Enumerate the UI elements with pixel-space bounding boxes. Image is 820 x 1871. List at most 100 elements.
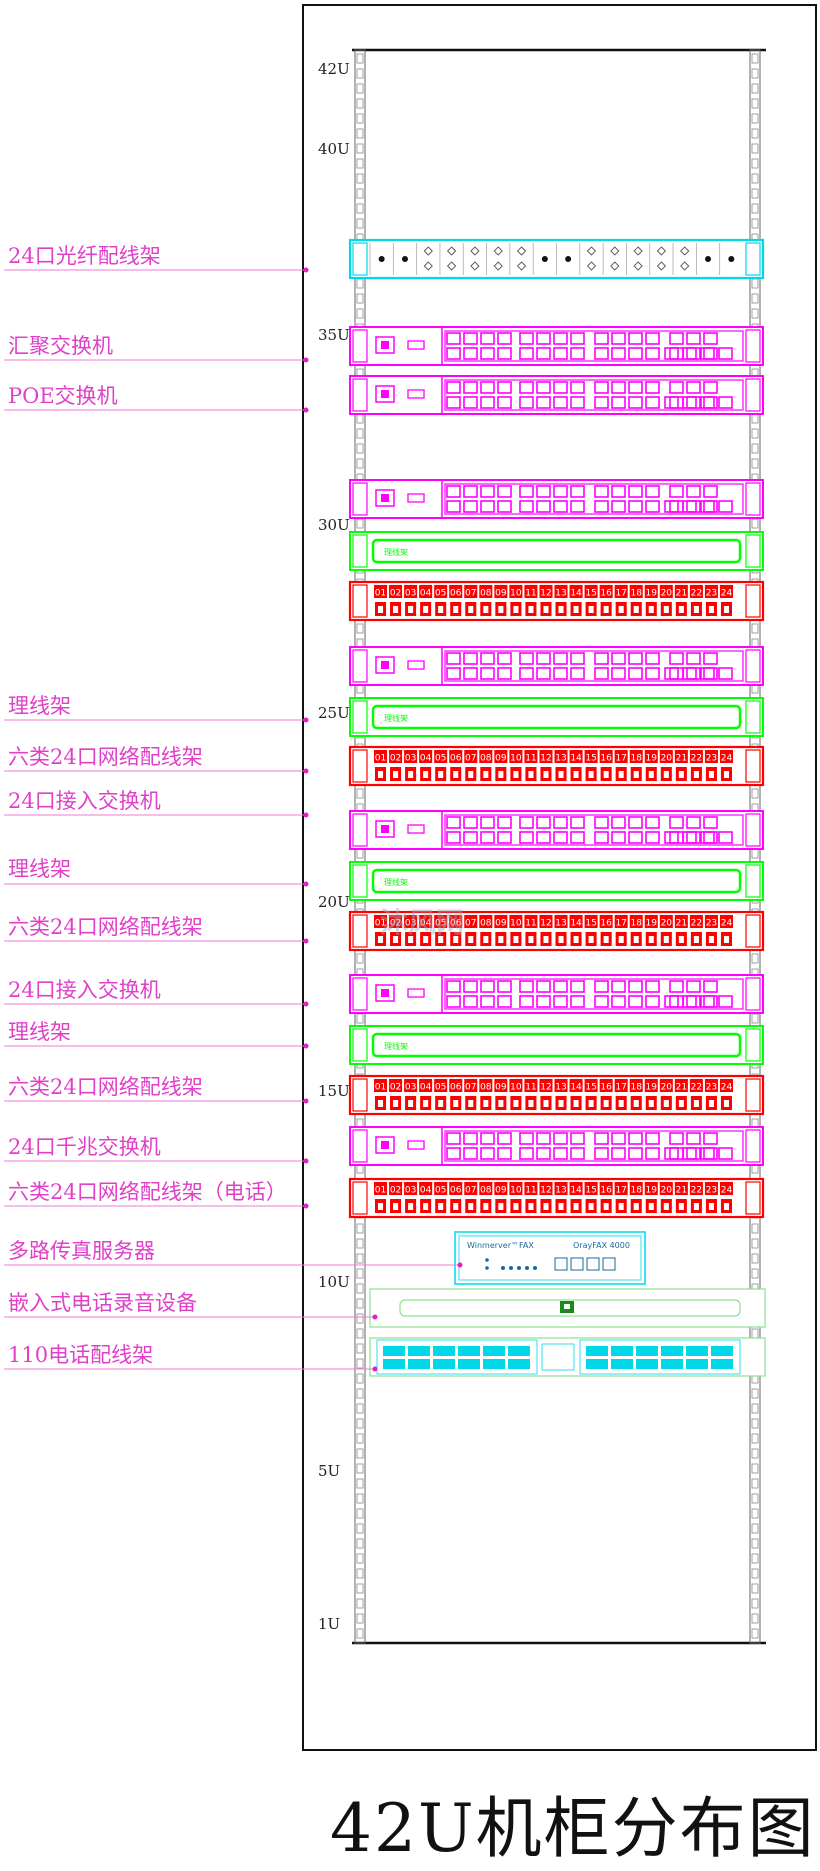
port-number-box [539,1079,553,1092]
port-icon [463,816,478,829]
port-number-box [584,585,598,598]
port-icon [497,980,512,993]
label-110-patch-panel: 110电话配线架 [8,1343,154,1367]
fiber-port-icon [586,246,597,256]
port-number-box [449,1182,463,1195]
punch-block-icon [458,1359,480,1369]
port-number-box [689,1079,703,1092]
port-icon [669,980,684,993]
port-icon [446,995,461,1008]
port-number: 03 [405,1083,416,1093]
cabinet-frame [302,4,817,1751]
port-number-box [494,585,508,598]
access-switch-1 [349,810,764,850]
port-number: 19 [646,1083,658,1093]
port-number-box [644,1079,658,1092]
punch-block-icon [611,1359,633,1369]
port-icon [611,381,626,394]
power-socket-icon [375,820,395,838]
power-socket-icon [375,1136,395,1154]
port-number-box [389,585,403,598]
port-icon [570,381,585,394]
port-number: 01 [375,1186,386,1196]
port-icon [686,980,701,993]
port-number-box [509,750,523,763]
fiber-port-icon [680,261,690,271]
punch-block-icon [508,1346,530,1356]
port-number: 08 [480,589,492,599]
fiber-port-dot [378,256,385,262]
port-number: 07 [465,589,476,599]
port-number-box [689,1182,703,1195]
port-icon [536,332,551,345]
port-number: 14 [570,1186,582,1196]
port-icon [480,667,495,680]
port-number: 16 [600,1186,612,1196]
console-port-icon [407,340,425,350]
port-icon [497,1147,512,1160]
port-number: 07 [465,754,476,764]
port-number-box [644,915,658,928]
port-number-box [494,750,508,763]
port-number: 16 [600,1083,612,1093]
port-icon [463,500,478,513]
led-icon [517,1266,521,1270]
fiber-port-icon [470,261,480,271]
port-number: 04 [420,589,432,599]
port-number-box [524,915,538,928]
fax-port-icon [570,1257,584,1271]
port-number: 16 [600,919,612,929]
sfp-port-icon [700,667,715,680]
port-icon [645,816,660,829]
port-icon [463,667,478,680]
port-number: 13 [555,589,566,599]
port-number: 01 [375,1083,386,1093]
port-number: 13 [555,1083,566,1093]
port-number: 19 [646,754,658,764]
port-icon [594,381,609,394]
punch-block-icon [686,1359,708,1369]
port-number: 15 [585,754,596,764]
sfp-port-icon [682,831,697,844]
port-number: 08 [480,754,492,764]
punch-block-icon [483,1359,505,1369]
port-number: 16 [600,754,612,764]
port-number: 21 [676,754,687,764]
port-icon [628,1147,643,1160]
port-icon [446,396,461,409]
port-icon [446,816,461,829]
port-number-box [419,1079,433,1092]
port-number-box [599,750,613,763]
sfp-port-icon [664,347,679,360]
port-number-box [689,750,703,763]
port-number: 23 [706,589,717,599]
power-socket-icon [375,489,395,507]
port-number-box [479,750,493,763]
port-icon [645,347,660,360]
port-icon [570,1132,585,1145]
port-icon [446,1132,461,1145]
u-mark-40u: 40U [318,140,350,158]
fiber-port-dot [401,256,408,262]
u-mark-1u: 1U [318,1615,341,1633]
port-number-box [404,915,418,928]
port-number: 14 [570,1083,582,1093]
port-icon [536,1132,551,1145]
port-number-box [614,585,628,598]
port-icon [553,652,568,665]
punch-block-icon [508,1359,530,1369]
leader-dot [303,1001,309,1007]
port-number: 17 [615,754,626,764]
port-number-box [704,585,718,598]
label-access-switch-2: 24口接入交换机 [8,978,161,1002]
port-icon [536,381,551,394]
port-icon [611,831,626,844]
port-icon [628,816,643,829]
port-number: 15 [585,589,596,599]
port-number-box [374,915,388,928]
punch-block-icon [686,1346,708,1356]
fax-brand-text: Winmerver™FAX [467,1241,534,1250]
label-phone-patch-panel: 六类24口网络配线架（电话） [8,1180,287,1204]
